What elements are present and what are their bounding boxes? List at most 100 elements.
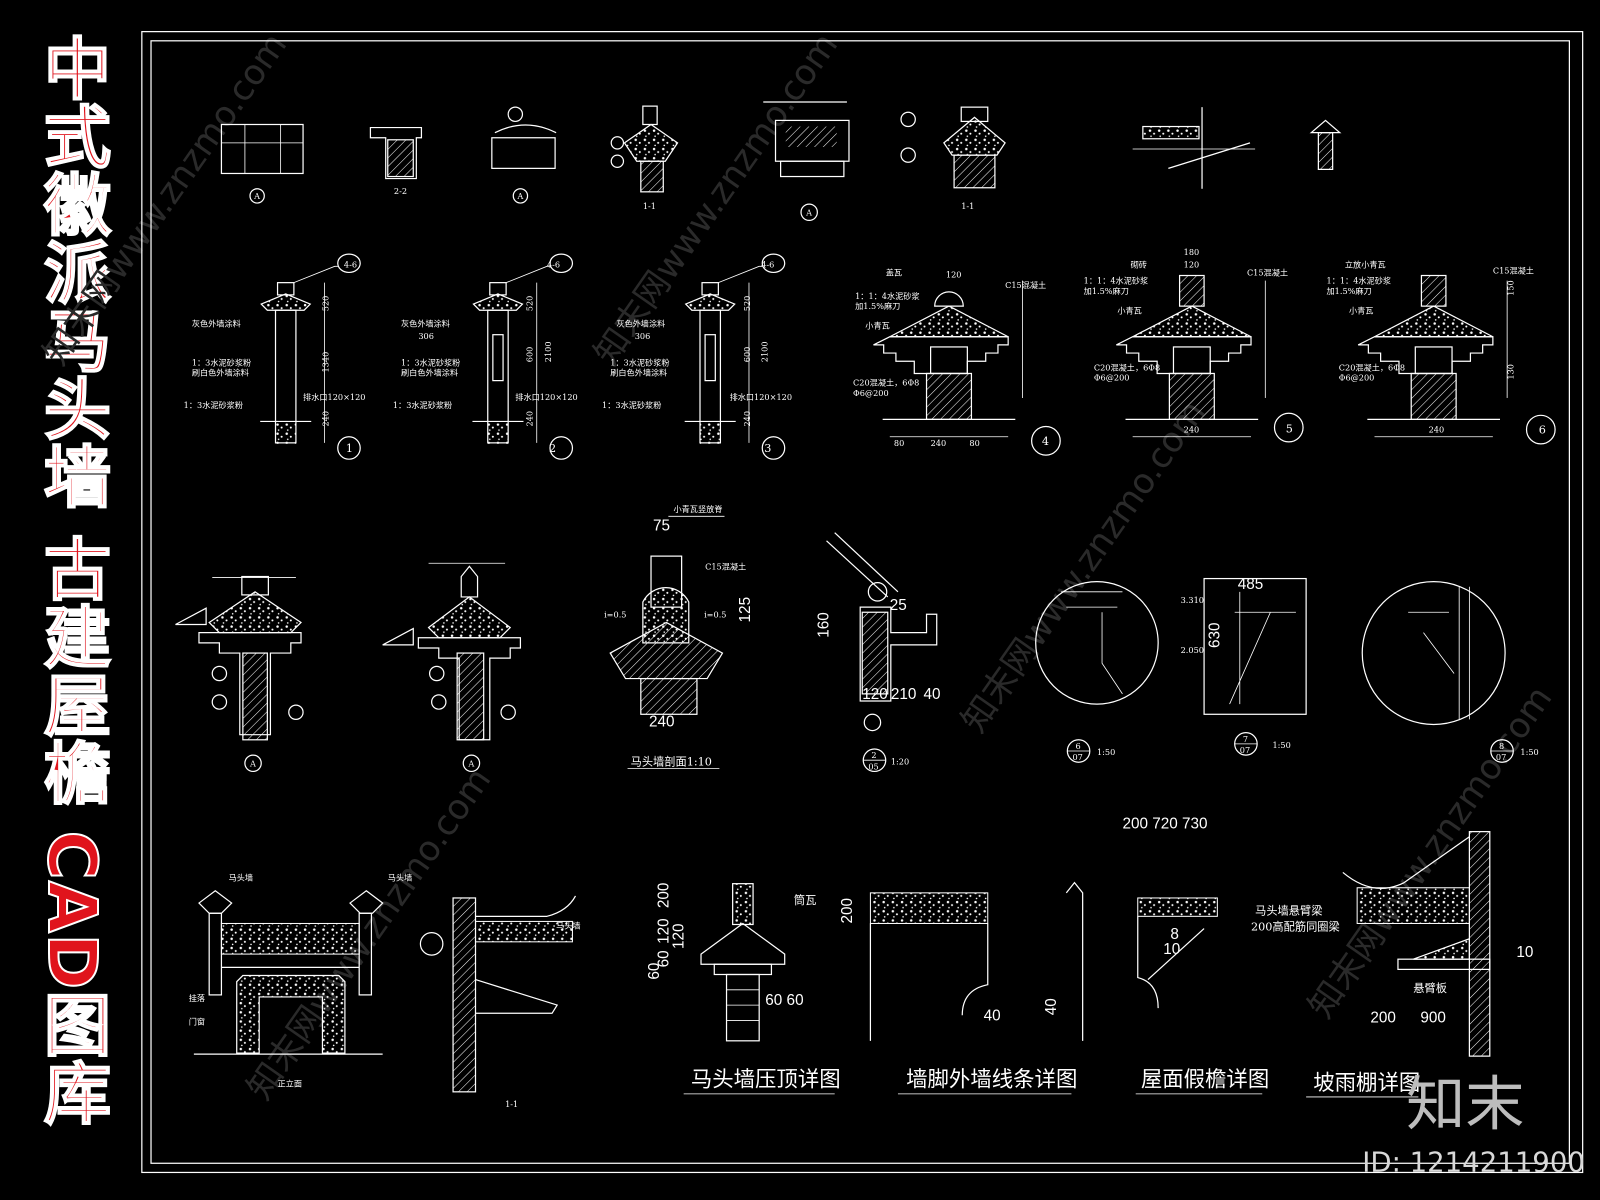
- svg-text:120: 120: [946, 270, 962, 280]
- column-footing: [487, 423, 509, 444]
- svg-text:排水口120×120: 排水口120×120: [730, 392, 792, 402]
- svg-text:1:20: 1:20: [891, 756, 909, 766]
- svg-text:1：3水泥砂浆粉: 1：3水泥砂浆粉: [610, 357, 669, 367]
- svg-text:C15混凝土: C15混凝土: [1005, 280, 1046, 290]
- detail-number-circle: [337, 436, 361, 460]
- svg-text:210: 210: [891, 686, 917, 703]
- svg-text:挂落: 挂落: [189, 993, 205, 1003]
- svg-text:悬臂板: 悬臂板: [1413, 981, 1447, 995]
- svg-text:4-6: 4-6: [547, 259, 560, 269]
- svg-text:125: 125: [737, 597, 754, 623]
- section-number-circle: [1273, 412, 1304, 443]
- svg-text:520: 520: [321, 296, 331, 312]
- svg-text:盖瓦: 盖瓦: [886, 268, 902, 278]
- svg-text:07: 07: [1496, 752, 1506, 762]
- detail-2-2: 2-2: [369, 126, 423, 196]
- row1-details: A 2-2 A 1-1 A 1-1: [220, 101, 1342, 222]
- svg-text:630: 630: [1206, 622, 1223, 648]
- brand-watermark: 知末 ID: 1214211900: [1362, 1069, 1585, 1178]
- svg-text:130: 130: [1505, 364, 1515, 380]
- svg-text:C15混凝土: C15混凝土: [705, 561, 746, 571]
- svg-text:刷白色外墙涂料: 刷白色外墙涂料: [401, 368, 458, 378]
- detail-8-07: 807 1:50: [1361, 581, 1539, 763]
- gate-elevation: 马头墙 马头墙 挂落 门窗 正立面: [189, 873, 412, 1089]
- svg-text:A: A: [805, 207, 812, 217]
- svg-text:刷白色外墙涂料: 刷白色外墙涂料: [610, 368, 667, 378]
- svg-text:小青瓦: 小青瓦: [1349, 305, 1373, 315]
- image-id: ID: 1214211900: [1362, 1146, 1585, 1178]
- cover-tile: [934, 291, 964, 307]
- svg-text:200: 200: [655, 883, 672, 909]
- column-cap: [260, 293, 312, 311]
- svg-text:600: 600: [742, 347, 752, 363]
- svg-text:07: 07: [1072, 752, 1082, 762]
- svg-text:立放小青瓦: 立放小青瓦: [1345, 259, 1386, 269]
- svg-text:灰色外墙涂料: 灰色外墙涂料: [616, 319, 665, 329]
- svg-text:A: A: [467, 758, 474, 768]
- svg-text:1-1: 1-1: [643, 201, 656, 211]
- brick-wall: [925, 372, 973, 420]
- svg-text:C20混凝土，6Φ8: C20混凝土，6Φ8: [1094, 362, 1160, 372]
- brand-logo: 知末: [1406, 1069, 1524, 1138]
- svg-text:小青瓦: 小青瓦: [1117, 305, 1141, 315]
- detail-1-1b: 1-1: [900, 106, 1006, 211]
- ridge-concrete: [1132, 305, 1252, 338]
- drain-slot: [704, 334, 716, 382]
- vertical-title: 中式徽派马头墙 古建屋檐 CAD图库: [32, 33, 112, 1127]
- ridge-section-4: [873, 280, 1061, 456]
- svg-text:600: 600: [525, 347, 535, 363]
- ref-bubble: [337, 253, 361, 274]
- drain-slot: [492, 334, 504, 382]
- svg-text:1:50: 1:50: [1097, 747, 1115, 757]
- detail-number-circle: [549, 436, 574, 460]
- column-shaft: [274, 309, 297, 444]
- svg-text:05: 05: [868, 761, 878, 771]
- svg-text:1-1: 1-1: [961, 201, 974, 211]
- svg-text:1: 1: [346, 442, 353, 455]
- detail-finial: [1309, 119, 1342, 170]
- ridge-concrete: [1374, 305, 1494, 338]
- svg-text:1：3水泥砂浆粉: 1：3水泥砂浆粉: [401, 357, 460, 367]
- svg-text:1：1：4水泥砂浆: 1：1：4水泥砂浆: [855, 291, 920, 301]
- svg-text:240: 240: [321, 411, 331, 427]
- svg-text:坡雨棚详图: 坡雨棚详图: [1313, 1071, 1420, 1096]
- svg-text:A: A: [249, 758, 256, 768]
- svg-text:6: 6: [1076, 741, 1081, 751]
- svg-text:240: 240: [649, 714, 675, 731]
- column-3-labels: 灰色外墙涂料 306 1：3水泥砂浆粉 刷白色外墙涂料 1：3水泥砂浆粉 排水口…: [602, 259, 792, 455]
- svg-text:4: 4: [1042, 435, 1049, 448]
- svg-text:排水口120×120: 排水口120×120: [515, 392, 577, 402]
- svg-text:1：3水泥砂浆粉: 1：3水泥砂浆粉: [184, 400, 243, 410]
- svg-text:75: 75: [653, 518, 670, 535]
- ridge-corbel: [873, 336, 1009, 375]
- svg-text:马头墙: 马头墙: [229, 873, 253, 883]
- svg-text:3.310: 3.310: [1181, 595, 1204, 605]
- svg-text:Φ6@200: Φ6@200: [853, 388, 889, 398]
- watermark-site: 知末网www.znzmo.com: [954, 393, 1213, 739]
- svg-text:240: 240: [1184, 425, 1200, 435]
- detail-a3: A: [763, 101, 850, 222]
- drawing-frame: [141, 31, 1584, 1174]
- column-footing: [700, 423, 721, 444]
- svg-text:40: 40: [984, 1007, 1001, 1024]
- svg-text:240: 240: [1429, 425, 1445, 435]
- svg-text:正立面: 正立面: [278, 1079, 302, 1089]
- svg-text:筒瓦: 筒瓦: [794, 893, 816, 907]
- svg-text:200高配筋同圈梁: 200高配筋同圈梁: [1251, 920, 1340, 934]
- svg-text:160: 160: [816, 612, 833, 638]
- detail-6-07: 607 1:50: [1035, 581, 1159, 763]
- svg-text:10: 10: [1516, 944, 1533, 961]
- svg-text:马头墙: 马头墙: [556, 921, 580, 931]
- svg-text:C15混凝土: C15混凝土: [1247, 268, 1288, 278]
- ring-beam: [1414, 346, 1453, 375]
- svg-text:900: 900: [1420, 1009, 1446, 1026]
- svg-text:6: 6: [1539, 424, 1546, 437]
- svg-text:240: 240: [931, 438, 947, 448]
- brick-wall: [1168, 372, 1215, 420]
- svg-text:40: 40: [1043, 998, 1060, 1015]
- svg-text:1：1：4水泥砂浆: 1：1：4水泥砂浆: [1084, 276, 1149, 286]
- ridge-sections: [873, 274, 1556, 456]
- svg-text:Φ6@200: Φ6@200: [1094, 373, 1130, 383]
- svg-text:60: 60: [646, 963, 663, 980]
